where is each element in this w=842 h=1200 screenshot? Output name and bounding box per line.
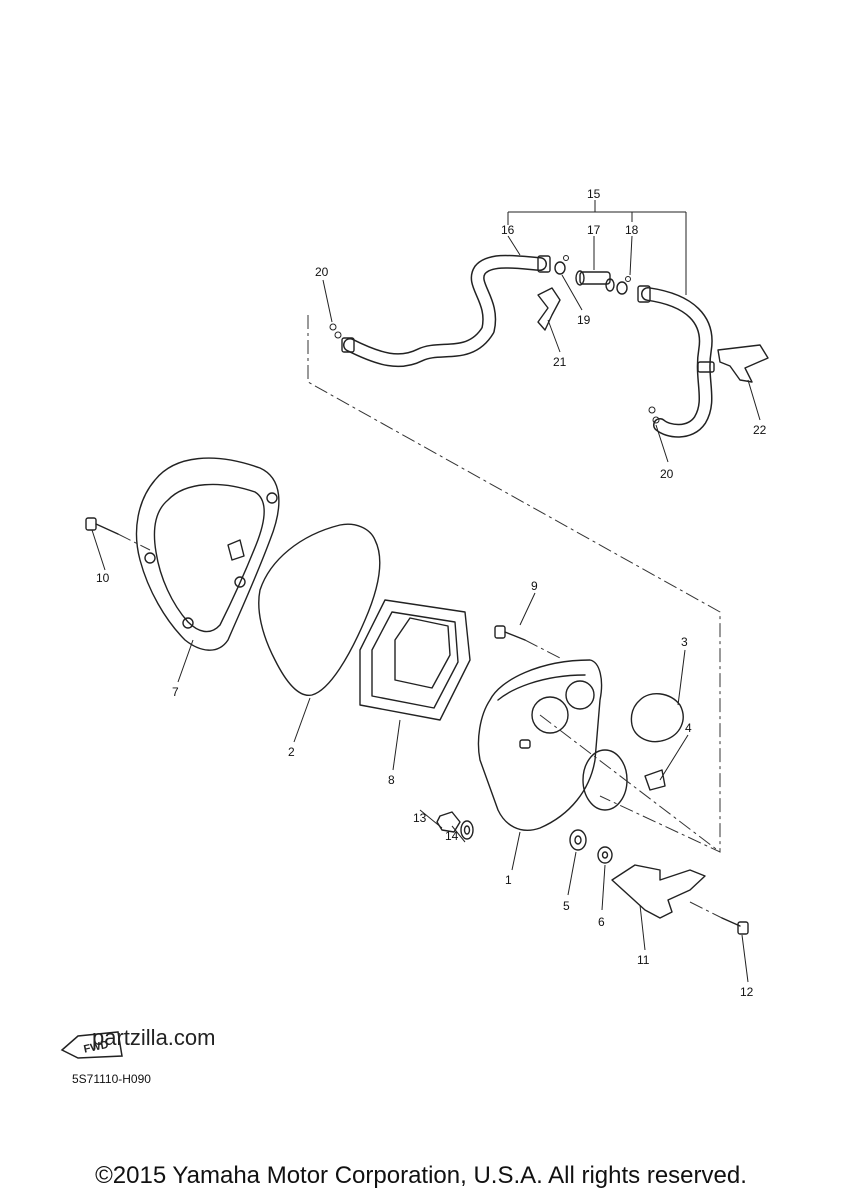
callout-14: 14 xyxy=(445,829,459,843)
callout-20-top: 20 xyxy=(315,265,329,279)
grommet-5 xyxy=(569,829,587,851)
leader-lines xyxy=(91,235,761,983)
callout-2: 2 xyxy=(288,745,295,759)
callout-1: 1 xyxy=(505,873,512,887)
callout-3: 3 xyxy=(681,635,688,649)
callout-21: 21 xyxy=(553,355,567,369)
seal-4 xyxy=(644,769,666,791)
callout-12: 12 xyxy=(740,985,754,999)
callout-20-bottom: 20 xyxy=(660,467,674,481)
bolt-9 xyxy=(494,625,561,659)
callout-11: 11 xyxy=(637,953,650,967)
callout-18: 18 xyxy=(625,223,639,237)
callout-7: 7 xyxy=(172,685,179,699)
collar-6 xyxy=(597,846,613,864)
callout-13: 13 xyxy=(413,811,427,825)
callout-17: 17 xyxy=(587,223,601,237)
washer-14 xyxy=(460,820,474,840)
callout-10: 10 xyxy=(96,571,110,585)
partzilla-watermark-logo: FWD xyxy=(60,1031,123,1059)
callout-15: 15 xyxy=(587,187,601,201)
callout-4: 4 xyxy=(685,721,692,735)
group-bracket-15 xyxy=(507,200,687,295)
bolt-10 xyxy=(85,517,151,551)
callout-16: 16 xyxy=(501,223,515,237)
breather-hose-assembly xyxy=(329,254,769,438)
callout-labels: 1 2 3 4 5 6 7 8 9 10 11 12 13 14 15 16 1… xyxy=(96,187,767,999)
svg-text:FWD: FWD xyxy=(83,1039,110,1056)
air-filter-cover xyxy=(135,457,280,651)
watermark-text: partzilla.com xyxy=(92,1025,216,1050)
copyright-footer: ©2015 Yamaha Motor Corporation, U.S.A. A… xyxy=(95,1162,747,1189)
assembly-line xyxy=(307,315,721,853)
callout-22: 22 xyxy=(753,423,767,437)
nut-13 xyxy=(436,811,461,833)
bracket-11 xyxy=(611,864,706,919)
assembly-line-2 xyxy=(539,714,721,853)
gasket-2 xyxy=(258,523,381,696)
callout-19: 19 xyxy=(577,313,591,327)
callout-6: 6 xyxy=(598,915,605,929)
callout-8: 8 xyxy=(388,773,395,787)
bolt-12 xyxy=(689,901,749,935)
diagram-part-code: 5S71110-H090 xyxy=(72,1072,151,1086)
o-ring-3 xyxy=(630,693,684,743)
air-filter-case xyxy=(477,659,628,831)
callout-5: 5 xyxy=(563,899,570,913)
air-filter-element xyxy=(359,599,471,721)
callout-9: 9 xyxy=(531,579,538,593)
